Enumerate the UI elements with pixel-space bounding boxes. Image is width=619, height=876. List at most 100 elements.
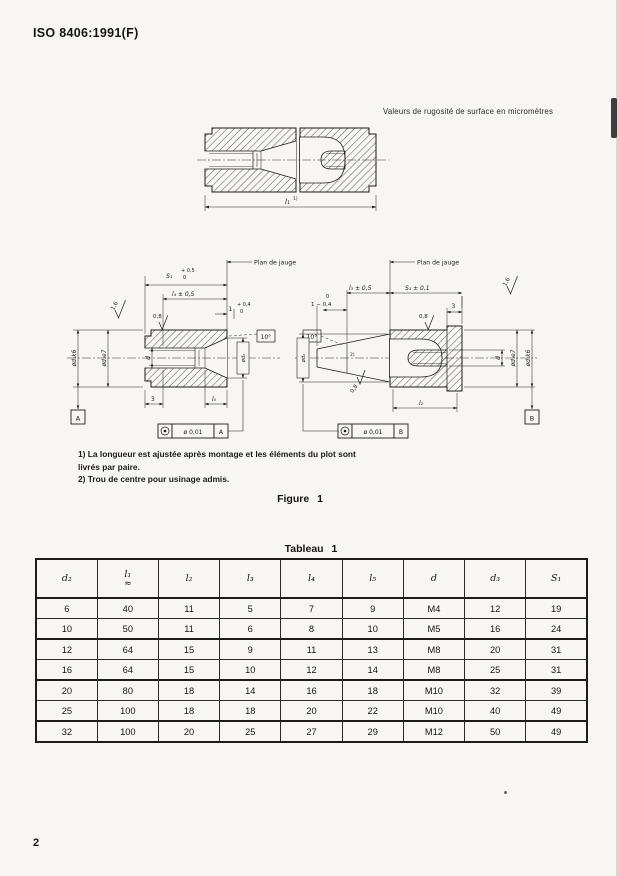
table-cell: 32 [464, 679, 527, 701]
table-caption: Tableau 1 [284, 543, 338, 555]
table-cell: 20 [157, 720, 221, 743]
table-cell: 9 [219, 638, 282, 660]
table-cell: 18 [341, 679, 404, 701]
dim-d-label: d [145, 356, 152, 360]
right-part-drawing: 2) Plan de jauge 0 1 − 0,4 l₃ ± 0,5 [295, 260, 540, 439]
datum-a: A [70, 387, 86, 425]
datum-a-label: A [76, 415, 81, 423]
table-cell: 20 [464, 638, 527, 660]
page-number: 2 [33, 837, 40, 849]
table-cell: 6 [219, 618, 282, 640]
table-cell: 32 [35, 720, 98, 743]
dim-l3-label: l₃ ± 0,5 [349, 285, 372, 292]
column-header: l₂ [157, 558, 221, 599]
table-cell: 31 [525, 659, 588, 681]
table-cell: 50 [464, 720, 527, 743]
table-cell: 12 [280, 659, 343, 681]
roughness-units-note: Valeurs de rugosité de surface en microm… [383, 107, 554, 116]
table-cell: 11 [157, 597, 221, 619]
datum-b-label: B [530, 415, 534, 423]
left-part-drawing: Plan de jauge S₁ + 0,5 0 l₄ ± 0,5 1 + 0,… [67, 260, 296, 439]
table-cell: 14 [341, 659, 404, 681]
taper-angle-label: 10° [261, 334, 272, 341]
dim-l4-label: l₄ ± 0,5 [172, 291, 195, 298]
table-cell: 64 [96, 659, 159, 681]
table-cell: M12 [402, 720, 466, 743]
table-cell: 20 [35, 679, 98, 701]
dim-3-label: 3 [452, 303, 456, 310]
dim-l1-footnote-mark: 1) [293, 196, 298, 202]
fcf-a-tolerance: ø 0,01 [184, 429, 203, 436]
column-header: l₅ [341, 558, 404, 599]
scan-edge [616, 0, 619, 876]
table-cell: 11 [280, 638, 343, 660]
table-cell: 12 [35, 638, 98, 660]
table-cell: 10 [219, 659, 282, 681]
roughness-1-6-value: 1,6 [502, 276, 512, 287]
scan-artifact [611, 98, 617, 138]
table-cell: M8 [402, 659, 466, 681]
table-cell: 50 [96, 618, 159, 640]
table-cell: 18 [157, 679, 221, 701]
dim-1-label: 1 − 0,4 [311, 302, 332, 308]
table-cell: 40 [96, 597, 159, 619]
fcf-b-tolerance: ø 0,01 [364, 429, 383, 436]
dim-d1k6-label: ød₁k6 [72, 349, 78, 367]
dim-s1-tol-lower: 0 [183, 275, 186, 281]
figure-detail-drawings: Plan de jauge S₁ + 0,5 0 l₄ ± 0,5 1 + 0,… [67, 260, 540, 439]
column-header: l₁≈ [96, 558, 159, 599]
table-cell: 8 [280, 618, 343, 640]
table-cell: 9 [341, 597, 404, 619]
fcf-a-datum-ref: A [219, 429, 224, 436]
roughness-0-8-icon: 0,8 [153, 314, 169, 331]
table-cell: 25 [219, 720, 282, 743]
scan-artifact [504, 791, 507, 794]
table-cell: 100 [96, 700, 159, 722]
dim-d1e7-label: ød₁e7 [511, 349, 517, 367]
roughness-1-6-icon: 1,6 [110, 299, 126, 319]
table-cell: 5 [219, 597, 282, 619]
footnote-2: 2) Trou de centre pour usinage admis. [78, 474, 230, 484]
column-header: S₁ [525, 558, 588, 599]
table-cell: 11 [157, 618, 221, 640]
table-cell: M4 [402, 597, 466, 619]
table-cell: 49 [525, 720, 588, 743]
figure-caption: Figure 1 [277, 493, 323, 505]
concentricity-icon [160, 426, 170, 436]
fcf-concentricity-a: ø 0,01 A [157, 380, 244, 439]
table-cell: 80 [96, 679, 159, 701]
table-cell: 40 [464, 700, 527, 722]
dim-s1-tol-upper: + 0,5 [181, 268, 195, 274]
roughness-1-6-value: 1,6 [110, 300, 120, 311]
dim-l2-label: l₂ [419, 400, 424, 407]
table-cell: 16 [35, 659, 98, 681]
column-header: l₃ [219, 558, 282, 599]
column-header: d₃ [464, 558, 527, 599]
table-cell: 18 [157, 700, 221, 722]
dim-d2-label: ød₂ [301, 354, 307, 364]
table-cell: 64 [96, 638, 159, 660]
table-cell: 27 [280, 720, 343, 743]
table-cell: 22 [341, 700, 404, 722]
table-cell: 29 [341, 720, 404, 743]
table-cell: 100 [96, 720, 159, 743]
roughness-0-8-top-icon: 0,8 [419, 314, 435, 331]
table-cell: 24 [525, 618, 588, 640]
table-cell: 7 [280, 597, 343, 619]
table-cell: 6 [35, 597, 98, 619]
table-cell: 31 [525, 638, 588, 660]
table-cell: M10 [402, 679, 466, 701]
dim-3-label: 3 [151, 396, 155, 403]
dim-1-tol-lower: 0 [240, 309, 243, 315]
table-cell: 25 [464, 659, 527, 681]
dim-1-label: 1 [229, 306, 233, 313]
